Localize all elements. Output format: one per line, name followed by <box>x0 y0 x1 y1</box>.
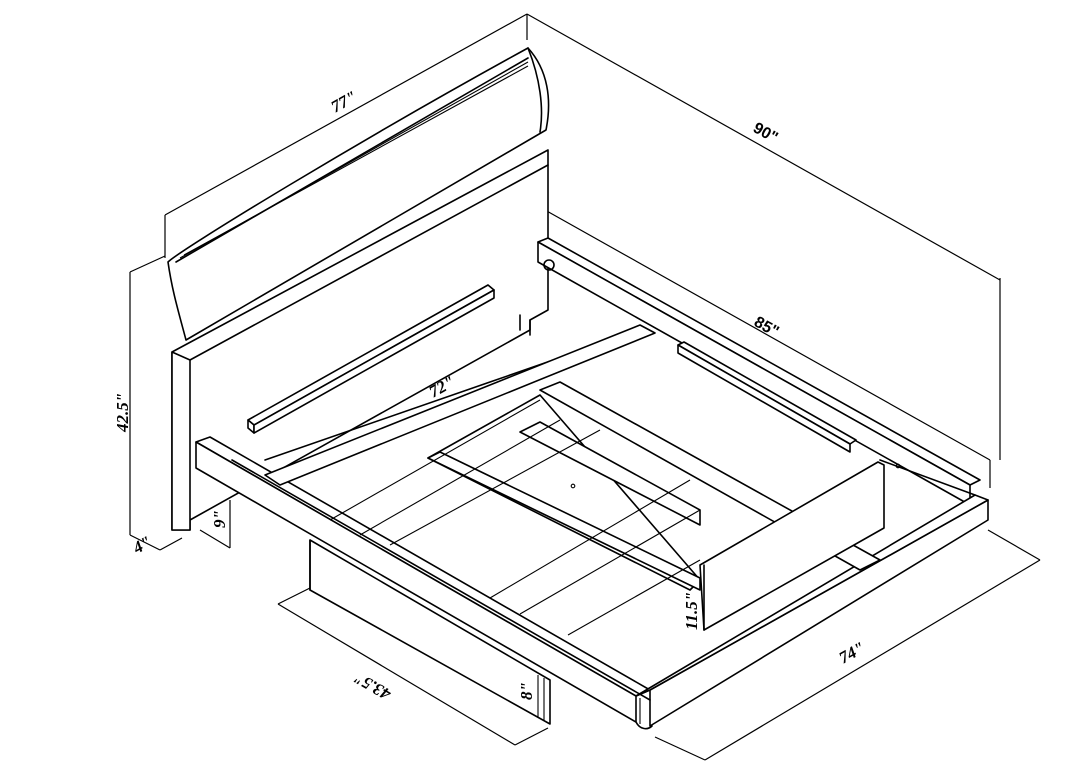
label-headboard-height: 42.5" <box>113 393 132 433</box>
label-center-support-height: 11.5" <box>682 592 701 630</box>
label-side-rail-length: 85" <box>751 314 781 341</box>
slat-support-rail-right <box>677 341 857 453</box>
under-bed-base-box <box>309 539 551 725</box>
label-base-depth: 43.5" <box>351 668 395 705</box>
label-overall-width: 74" <box>836 638 868 667</box>
label-base-height: 8" <box>517 682 536 700</box>
center-support-frame <box>264 324 901 636</box>
slat-support-rail-left <box>247 284 495 434</box>
label-leg-height: 9" <box>210 510 229 528</box>
label-overall-length: 90" <box>750 120 780 147</box>
headboard <box>167 47 550 531</box>
bed-frame-outer <box>195 329 989 730</box>
dimension-lines <box>129 13 1041 761</box>
label-headboard-width: 77" <box>328 87 360 116</box>
